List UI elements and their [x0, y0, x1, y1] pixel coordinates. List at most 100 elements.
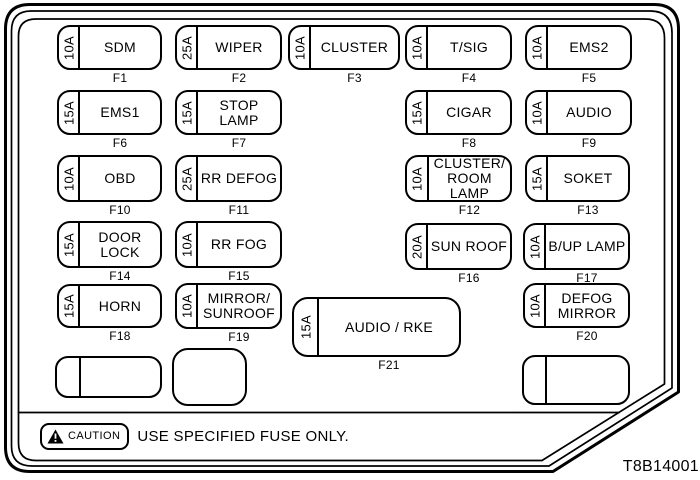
fuse-amp-strip: 10A	[59, 157, 80, 200]
fuse-amp-strip: 15A	[59, 92, 80, 133]
fuse-f17: 10A B/UP LAMP	[523, 223, 630, 270]
empty-fuse-slot-2	[172, 348, 247, 406]
fuse-f19: 10A MIRROR/ SUNROOF	[175, 283, 282, 329]
fuse-amp-strip: 10A	[290, 27, 311, 68]
fuse-number-f14: F14	[109, 269, 131, 283]
fuse-amp-rating: 10A	[292, 35, 307, 60]
fuse-circuit-label: CIGAR	[446, 104, 492, 120]
fuse-f7: 15A STOP LAMP	[175, 90, 282, 135]
fuse-amp-strip: 10A	[407, 157, 429, 200]
fuse-amp-strip: 25A	[177, 157, 198, 200]
fuse-amp-strip: 15A	[407, 92, 428, 133]
fuse-amp-rating: 25A	[179, 35, 194, 60]
fuse-amp-rating: 15A	[61, 232, 76, 257]
fuse-amp-rating: 20A	[409, 234, 424, 259]
inner-panel-border	[17, 18, 666, 462]
fuse-circuit-label: EMS2	[569, 39, 609, 55]
middle-border	[10, 10, 673, 467]
fuse-amp-strip: 15A	[527, 157, 548, 200]
fuse-amp-rating: 15A	[61, 293, 76, 319]
fuse-f12: 10A CLUSTER/ ROOM LAMP	[405, 155, 512, 202]
fuse-circuit-label: RR FOG	[210, 236, 268, 252]
fuse-amp-rating: 10A	[61, 35, 76, 60]
warning-triangle-icon	[47, 429, 64, 443]
fuse-number-f21: F21	[378, 358, 400, 372]
empty-slot-divider	[545, 357, 547, 403]
fuse-circuit-label: WIPER	[215, 39, 263, 55]
fuse-amp-strip: 15A	[177, 92, 198, 133]
fuse-amp-rating: 25A	[179, 166, 194, 191]
fuse-f21: 15A AUDIO / RKE	[292, 297, 461, 357]
fuse-number-f15: F15	[228, 269, 250, 283]
fuse-amp-strip: 10A	[525, 285, 546, 326]
fuse-amp-rating: 10A	[529, 35, 544, 60]
fuse-number-f5: F5	[581, 71, 597, 85]
fuse-number-f18: F18	[109, 329, 131, 343]
outer-border	[4, 3, 680, 473]
fuse-circuit-label: B/UP LAMP	[548, 238, 626, 254]
fuse-circuit-label: DOOR LOCK	[98, 228, 142, 260]
fuse-number-f19: F19	[228, 330, 250, 344]
fuse-amp-rating: 15A	[179, 100, 194, 125]
fuse-number-f3: F3	[347, 71, 362, 85]
fuse-circuit-label: SOKET	[563, 170, 613, 186]
fuse-circuit-label: STOP LAMP	[219, 96, 259, 128]
fuse-number-f20: F20	[576, 329, 598, 343]
fuse-amp-strip: 10A	[177, 285, 198, 327]
fuse-number-f2: F2	[231, 71, 247, 85]
caution-row: CAUTION USE SPECIFIED FUSE ONLY.	[40, 421, 349, 451]
fuse-number-f4: F4	[461, 71, 477, 85]
fuse-f8: 15A CIGAR	[405, 90, 512, 135]
fuse-amp-rating: 10A	[179, 293, 194, 319]
fuse-f1: 10A SDM	[57, 25, 162, 70]
fuse-f16: 20A SUN ROOF	[405, 223, 512, 270]
fuse-f6: 15A EMS1	[57, 90, 162, 135]
fuse-f15: 10A RR FOG	[175, 221, 282, 268]
fuse-number-f9: F9	[581, 136, 597, 150]
fuse-amp-rating: 10A	[179, 232, 194, 257]
fuse-number-f11: F11	[228, 203, 250, 217]
fuse-amp-strip: 10A	[177, 223, 198, 266]
fuse-amp-rating: 15A	[61, 100, 76, 125]
fuse-circuit-label: T/SIG	[449, 39, 489, 55]
fuse-number-f1: F1	[112, 71, 128, 85]
caution-text: USE SPECIFIED FUSE ONLY.	[137, 427, 350, 445]
fuse-circuit-label: SDM	[103, 39, 136, 55]
fuse-amp-strip: 15A	[294, 299, 319, 355]
fuse-f5: 10A EMS2	[525, 25, 632, 70]
fuse-circuit-label: MIRROR/ SUNROOF	[202, 290, 276, 321]
fuse-circuit-label: RR DEFOG	[200, 170, 278, 186]
empty-fuse-slot-3	[522, 355, 630, 405]
fuse-circuit-label: CLUSTER/ ROOM LAMP	[433, 155, 506, 201]
empty-slot-divider	[79, 358, 81, 396]
fuse-amp-strip: 15A	[59, 223, 80, 266]
fuse-amp-strip: 10A	[527, 92, 548, 133]
fuse-amp-strip: 10A	[59, 27, 80, 68]
empty-fuse-slot-1	[55, 356, 162, 398]
fuse-amp-strip: 10A	[407, 27, 428, 68]
fuse-number-f13: F13	[577, 203, 599, 217]
fuse-number-f8: F8	[461, 136, 477, 150]
fuse-number-f16: F16	[458, 271, 480, 285]
fuse-amp-rating: 10A	[409, 166, 425, 191]
fuse-number-f12: F12	[458, 203, 481, 217]
fuse-amp-rating: 10A	[409, 35, 424, 60]
fuse-amp-rating: 10A	[529, 100, 544, 125]
fuse-circuit-label: EMS1	[100, 104, 140, 120]
fuse-amp-rating: 10A	[527, 293, 542, 318]
fuse-amp-strip: 20A	[407, 225, 428, 268]
fuse-circuit-label: SUN ROOF	[430, 238, 508, 254]
fuse-f11: 25A RR DEFOG	[175, 155, 282, 202]
fuse-amp-rating: 15A	[529, 166, 544, 191]
caution-badge-label: CAUTION	[68, 430, 121, 442]
fuse-amp-strip: 15A	[59, 286, 80, 326]
fuse-f4: 10A T/SIG	[405, 25, 512, 70]
part-number: T8B14001	[622, 458, 699, 475]
fuse-circuit-label: AUDIO / RKE	[344, 318, 434, 335]
fuse-f13: 15A SOKET	[525, 155, 630, 202]
fuse-amp-strip: 10A	[527, 27, 548, 68]
fuse-amp-rating: 10A	[527, 234, 542, 259]
